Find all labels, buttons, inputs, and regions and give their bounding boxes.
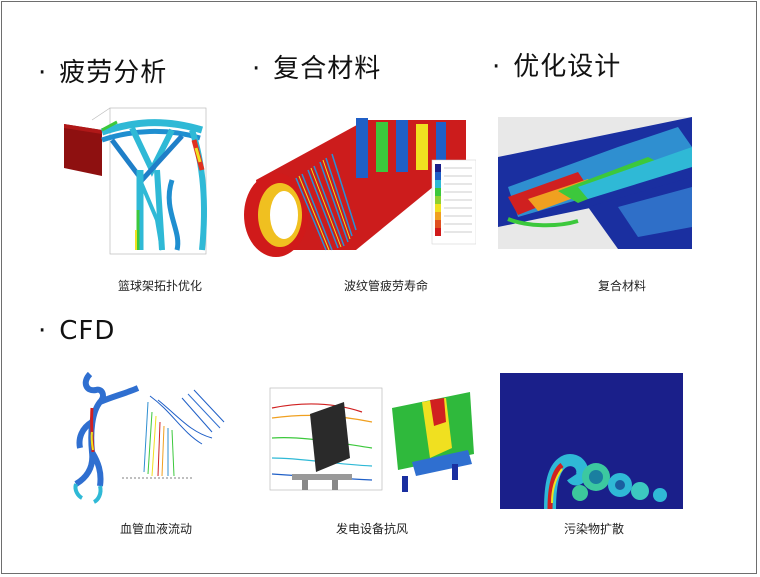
composite-simulation-image bbox=[498, 117, 692, 249]
bellows-fatigue-image bbox=[236, 100, 476, 260]
bullet-dot: · bbox=[38, 58, 48, 88]
blood-flow-image bbox=[62, 372, 226, 506]
caption-bellows: 波纹管疲劳寿命 bbox=[343, 279, 428, 293]
caption-pollutant: 污染物扩散 bbox=[563, 522, 624, 536]
basket-frame-simulation-image bbox=[62, 100, 212, 260]
bullet-dot: · bbox=[38, 316, 48, 346]
caption-wind: 发电设备抗风 bbox=[335, 522, 408, 536]
caption-blood-flow: 血管血液流动 bbox=[119, 522, 192, 536]
wind-simulation-image bbox=[262, 378, 488, 502]
caption-basket-frame: 篮球架拓扑优化 bbox=[117, 279, 202, 293]
heading-cfd: ·CFD bbox=[38, 316, 116, 346]
bullet-dot: · bbox=[252, 54, 262, 84]
caption-composite: 复合材料 bbox=[597, 279, 646, 293]
heading-fatigue-analysis: ·疲劳分析 bbox=[38, 58, 168, 88]
heading-optimization-design: ·优化设计 bbox=[492, 52, 622, 82]
heading-composite-material: ·复合材料 bbox=[252, 54, 382, 84]
bullet-dot: · bbox=[492, 52, 502, 82]
pollutant-diffusion-image bbox=[500, 373, 683, 509]
